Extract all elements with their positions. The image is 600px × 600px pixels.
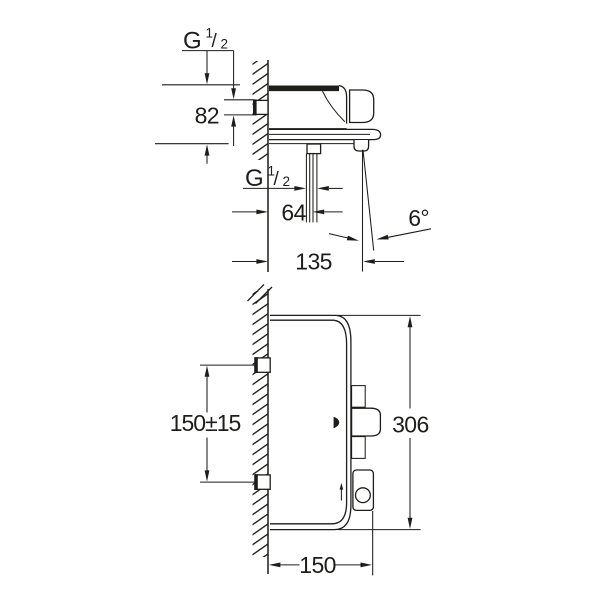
dimension-wall-thread: G 1 / 2 bbox=[182, 17, 236, 146]
outlet-fitting bbox=[306, 143, 322, 155]
dim-spout-reach-label: 135 bbox=[295, 249, 332, 275]
spout-outlet bbox=[353, 140, 370, 152]
wall-union-connector bbox=[224, 99, 269, 116]
volume-knurl-upper bbox=[351, 385, 366, 408]
wall-thread-label: G 1 / 2 bbox=[183, 17, 228, 55]
dim-connection-spacing-label: 150±15 bbox=[170, 410, 241, 436]
shower-outlet-pipe bbox=[305, 153, 318, 223]
mixer-body-top bbox=[224, 84, 382, 223]
safety-stop-button bbox=[354, 487, 371, 504]
dimension-spout-reach: 135 bbox=[232, 249, 404, 275]
dimension-connection-spacing: 150±15 bbox=[170, 364, 255, 483]
wall-section-front bbox=[252, 289, 269, 574]
temperature-knob-front bbox=[352, 469, 375, 512]
dim-body-height-label: 82 bbox=[195, 103, 219, 129]
top-view: G 1 / 2 82 G 1 / bbox=[155, 17, 432, 304]
spout-angle-reference: 6° bbox=[328, 149, 432, 272]
dim-spout-angle-label: 6° bbox=[408, 205, 429, 231]
dimension-outlet-offset: 64 bbox=[232, 200, 343, 226]
wall-union-upper bbox=[254, 357, 271, 373]
body-chamfer-line bbox=[322, 90, 346, 123]
dim-total-height-label: 306 bbox=[392, 411, 429, 437]
outlet-thread-label: G 1 / 2 bbox=[245, 155, 290, 193]
wall-hatching-front bbox=[252, 291, 268, 557]
dimension-body-height: 82 bbox=[155, 84, 240, 164]
dim-outlet-offset-label: 64 bbox=[281, 200, 306, 226]
wall-union-lower bbox=[254, 474, 271, 490]
mixer-body-front bbox=[254, 314, 382, 531]
dimension-total-height: 306 bbox=[337, 314, 429, 531]
volume-knurl-lower bbox=[351, 436, 366, 459]
dimension-outlet-thread: G 1 / 2 bbox=[243, 155, 343, 193]
faceplate-marker bbox=[333, 416, 340, 429]
temperature-indicator-arrow bbox=[339, 482, 344, 501]
volume-button bbox=[350, 407, 382, 437]
dim-depth-label: 150 bbox=[299, 552, 336, 578]
temperature-knob-top bbox=[348, 89, 375, 124]
dimension-depth: 150 bbox=[268, 511, 374, 578]
front-view: 150±15 306 150 bbox=[170, 289, 429, 578]
